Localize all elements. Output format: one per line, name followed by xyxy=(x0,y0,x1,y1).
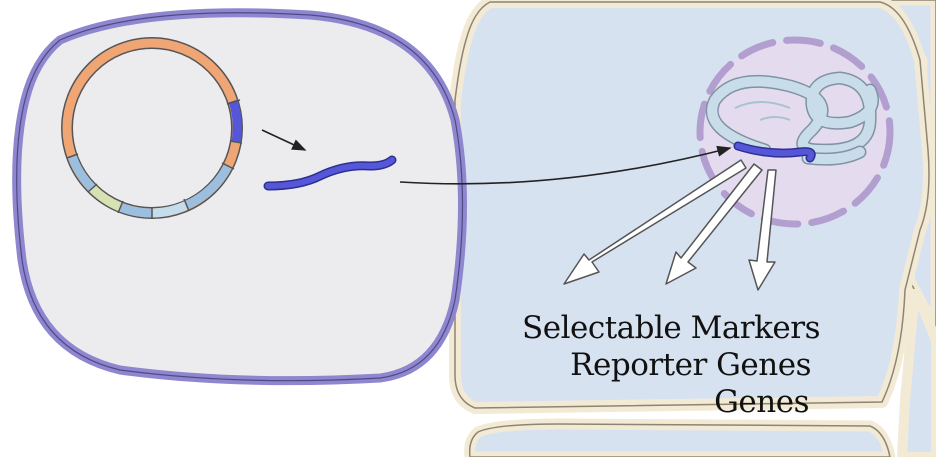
label-selectable-markers: Selectable Markers xyxy=(522,313,820,344)
bacterium-cell xyxy=(17,13,463,381)
label-genes: Genes xyxy=(714,387,809,418)
label-reporter-genes: Reporter Genes xyxy=(570,350,811,381)
neighbor-plant-cell-lower xyxy=(470,424,890,457)
